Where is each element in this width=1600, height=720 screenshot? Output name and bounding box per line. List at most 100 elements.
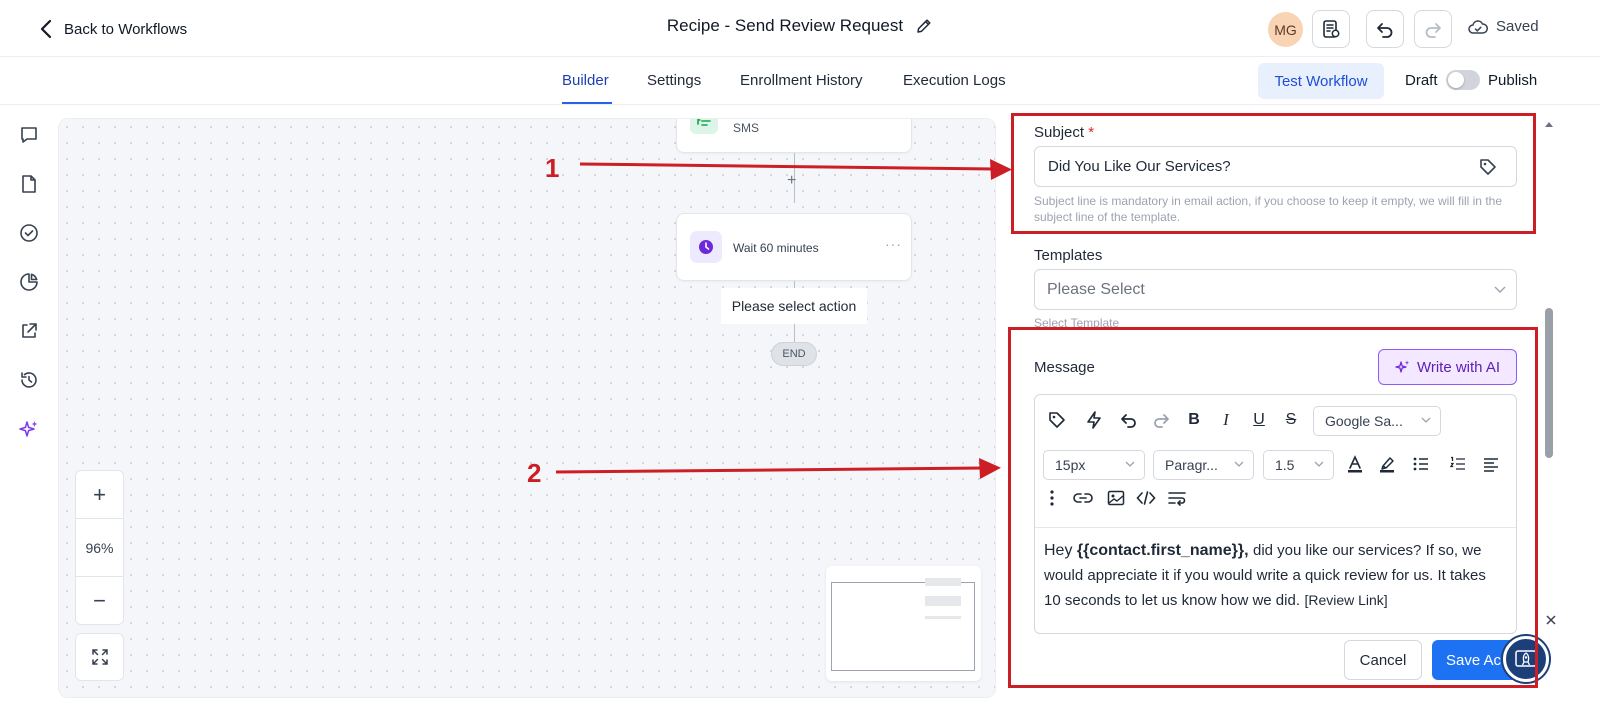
text-color-icon[interactable] [1344, 453, 1366, 475]
undo-icon [1375, 19, 1395, 39]
avatar[interactable]: MG [1268, 12, 1303, 47]
publish-toggle[interactable] [1446, 70, 1480, 90]
file-icon[interactable] [18, 173, 40, 195]
history-icon[interactable] [18, 369, 40, 391]
chat-icon[interactable] [18, 124, 40, 146]
check-circle-icon[interactable] [18, 222, 40, 244]
tab-enrollment-history[interactable]: Enrollment History [740, 72, 863, 89]
font-family-value: Google Sa... [1325, 413, 1403, 429]
expand-icon [90, 647, 110, 667]
workflow-title-area: Recipe - Send Review Request [0, 16, 1600, 36]
tab-execution-logs[interactable]: Execution Logs [903, 72, 1006, 89]
required-mark: * [1088, 124, 1095, 141]
undo-icon[interactable] [1118, 409, 1140, 431]
external-link-icon[interactable] [18, 320, 40, 342]
message-greeting: Hey [1044, 542, 1073, 559]
message-body[interactable]: Hey {{contact.first_name}}, did you like… [1044, 538, 1504, 613]
redo-button[interactable] [1414, 10, 1452, 48]
zoom-controls: + 96% − [75, 470, 124, 625]
workflow-canvas[interactable]: SMS ··· + Wait 60 minutes ··· Please sel… [58, 118, 996, 698]
subject-value: Did You Like Our Services? [1048, 158, 1231, 175]
bullet-list-icon[interactable] [1410, 453, 1432, 475]
clock-icon [690, 231, 722, 263]
help-widget-button[interactable] [1503, 636, 1549, 682]
annotation-box-message [1008, 327, 1538, 688]
annotation-box-subject [1011, 113, 1536, 234]
minimap[interactable] [826, 566, 981, 681]
zoom-out-button[interactable]: − [93, 587, 106, 613]
chevron-left-icon [40, 19, 52, 39]
lightning-icon[interactable] [1083, 409, 1105, 431]
font-size-select[interactable]: 15px [1043, 450, 1145, 480]
tag-icon[interactable] [1046, 409, 1068, 431]
annotation-arrow-1 [580, 159, 1012, 180]
templates-helper-text: Select Template [1034, 316, 1120, 330]
subject-input[interactable]: Did You Like Our Services? [1034, 146, 1517, 187]
message-label: Message [1034, 359, 1095, 376]
highlight-icon[interactable] [1376, 453, 1398, 475]
line-height-select[interactable]: 1.5 [1263, 450, 1334, 480]
workflow-title: Recipe - Send Review Request [666, 16, 904, 35]
tag-icon[interactable] [1478, 157, 1498, 177]
top-bar: Back to Workflows Recipe - Send Review R… [0, 0, 1600, 57]
node-menu-icon[interactable]: ··· [885, 119, 902, 122]
toggle-knob [1448, 72, 1464, 88]
save-status: Saved [1468, 18, 1539, 35]
numbered-list-icon[interactable] [1447, 453, 1469, 475]
contact-name-token: {{contact.first_name}}, [1076, 542, 1249, 559]
test-workflow-button[interactable]: Test Workflow [1258, 63, 1384, 99]
templates-label: Templates [1034, 247, 1103, 264]
chevron-down-icon [1125, 461, 1135, 468]
select-action-placeholder[interactable]: Please select action [721, 288, 867, 324]
annotation-arrow-2 [556, 458, 1001, 479]
annotation-number-2: 2 [527, 458, 542, 488]
redo-icon [1423, 19, 1443, 39]
close-icon[interactable] [1545, 614, 1557, 626]
cloud-check-icon [1468, 19, 1488, 35]
chevron-down-icon [1421, 417, 1431, 424]
align-left-icon[interactable] [1480, 453, 1502, 475]
sparkles-icon[interactable] [18, 418, 40, 440]
undo-button[interactable] [1366, 10, 1404, 48]
back-to-workflows-link[interactable]: Back to Workflows [40, 16, 187, 42]
notes-button[interactable] [1312, 10, 1350, 48]
scroll-up-icon [1545, 122, 1553, 127]
add-step-button[interactable]: + [787, 172, 797, 189]
underline-icon[interactable]: U [1253, 411, 1265, 428]
zoom-in-button[interactable]: + [76, 471, 123, 519]
connector-line [794, 153, 795, 203]
code-icon[interactable] [1135, 487, 1157, 509]
text-wrap-icon[interactable] [1166, 487, 1188, 509]
bold-icon[interactable]: B [1188, 411, 1200, 428]
image-icon[interactable] [1105, 487, 1127, 509]
italic-icon[interactable]: I [1223, 410, 1229, 429]
tab-builder[interactable]: Builder [562, 72, 609, 89]
message-text: did you like our services? If so, we wou… [1044, 542, 1486, 609]
panel-scrollbar[interactable] [1542, 118, 1556, 618]
cancel-button[interactable]: Cancel [1344, 640, 1422, 680]
write-with-ai-button[interactable]: Write with AI [1378, 349, 1517, 385]
templates-placeholder: Please Select [1047, 281, 1145, 298]
publish-label: Publish [1488, 72, 1538, 89]
fit-view-button[interactable] [75, 633, 124, 681]
wait-node[interactable]: Wait 60 minutes ··· [676, 213, 912, 281]
sms-node-label: SMS [733, 121, 760, 135]
sms-node[interactable]: SMS ··· [676, 119, 912, 153]
more-options-icon[interactable] [1041, 487, 1063, 509]
redo-icon[interactable] [1150, 409, 1172, 431]
pie-chart-icon[interactable] [18, 271, 40, 293]
pencil-icon[interactable] [915, 17, 933, 35]
chevron-down-icon [1314, 461, 1324, 468]
strikethrough-icon[interactable]: S [1285, 411, 1297, 428]
node-menu-icon[interactable]: ··· [885, 236, 902, 252]
tab-settings[interactable]: Settings [647, 72, 702, 89]
templates-select[interactable]: Please Select [1034, 269, 1517, 310]
document-check-icon [1321, 19, 1341, 39]
editor-divider [1035, 527, 1516, 528]
block-format-select[interactable]: Paragr... [1153, 450, 1254, 480]
scrollbar-thumb[interactable] [1545, 308, 1553, 458]
font-family-select[interactable]: Google Sa... [1313, 406, 1441, 436]
minimap-viewport [831, 582, 975, 671]
sms-icon [690, 119, 718, 134]
link-icon[interactable] [1072, 487, 1094, 509]
